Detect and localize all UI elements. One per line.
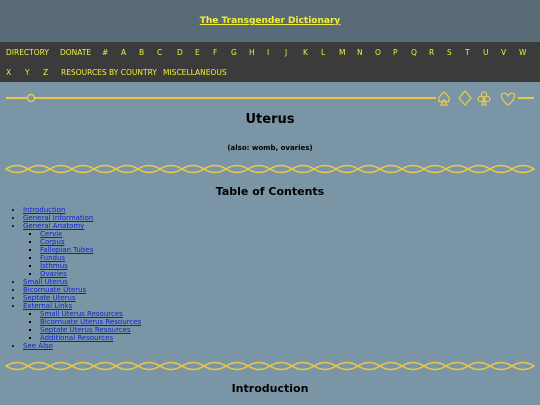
toc-link-introduction[interactable]: Introduction xyxy=(23,206,66,214)
nav-link-m[interactable]: M xyxy=(339,48,346,57)
nav-link-w[interactable]: W xyxy=(519,48,527,57)
nav-link-u[interactable]: U xyxy=(483,48,489,57)
toc-subitem: Cervix xyxy=(40,230,141,238)
nav-link-miscellaneous[interactable]: MISCELLANEOUS xyxy=(163,68,227,77)
toc-link-fallopian-tubes[interactable]: Fallopian Tubes xyxy=(40,246,94,254)
site-title-link[interactable]: The Transgender Dictionary xyxy=(199,16,341,26)
nav-link-c[interactable]: C xyxy=(157,48,163,57)
toc-link-ovaries[interactable]: Ovaries xyxy=(40,270,67,278)
toc-item: Small Uterus xyxy=(23,278,141,286)
nav-link-h[interactable]: H xyxy=(249,48,255,57)
toc-subitem: Isthmus xyxy=(40,262,141,270)
toc-link-septate-uterus[interactable]: Septate Uterus xyxy=(23,294,76,302)
nav-link-donate[interactable]: DONATE xyxy=(60,48,92,57)
chain-divider-2 xyxy=(4,361,536,371)
nav-link-l[interactable]: L xyxy=(321,48,326,57)
toc-link-bicornuate-uterus-resources[interactable]: Bicornuate Uterus Resources xyxy=(40,318,142,326)
nav-link-a[interactable]: A xyxy=(121,48,127,57)
nav-link-e[interactable]: E xyxy=(195,48,200,57)
toc-subitem: Septate Uterus Resources xyxy=(40,326,141,334)
toc-item: External LinksSmall Uterus ResourcesBico… xyxy=(23,302,141,342)
toc-item: See Also xyxy=(23,342,141,350)
ornament-divider-top xyxy=(6,90,534,106)
toc-link-corpus[interactable]: Corpus xyxy=(40,238,65,246)
toc-subitem: Fallopian Tubes xyxy=(40,246,141,254)
nav-link-directory[interactable]: DIRECTORY xyxy=(6,48,49,57)
toc-sublist: Small Uterus ResourcesBicornuate Uterus … xyxy=(23,310,141,342)
toc-link-bicornuate-uterus[interactable]: Bicornuate Uterus xyxy=(23,286,87,294)
nav-link-f[interactable]: F xyxy=(213,48,218,57)
nav-row-1: DIRECTORY DONATE # A B C D E F G H I J K L M N O P Q R S T U V W xyxy=(0,42,540,62)
nav-link-k[interactable]: K xyxy=(303,48,308,57)
toc-subitem: Small Uterus Resources xyxy=(40,310,141,318)
toc-item: Introduction xyxy=(23,206,141,214)
toc-item: Septate Uterus xyxy=(23,294,141,302)
toc-subitem: Corpus xyxy=(40,238,141,246)
page-title: Uterus xyxy=(245,112,295,127)
toc-subitem: Additional Resources xyxy=(40,334,141,342)
nav-link-p[interactable]: P xyxy=(393,48,398,57)
section-heading-introduction: Introduction xyxy=(231,382,309,395)
page-aliases: (also: womb, ovaries) xyxy=(227,144,313,152)
toc-link-fundus[interactable]: Fundus xyxy=(40,254,66,262)
toc-item: General Information xyxy=(23,214,141,222)
toc-subitem: Bicornuate Uterus Resources xyxy=(40,318,141,326)
site-header: The Transgender Dictionary xyxy=(0,0,540,42)
nav-link-z[interactable]: Z xyxy=(43,68,49,77)
toc-sublist: CervixCorpusFallopian TubesFundusIsthmus… xyxy=(23,230,141,278)
toc-link-isthmus[interactable]: Isthmus xyxy=(40,262,68,270)
nav-link-q[interactable]: Q xyxy=(411,48,417,57)
nav-link-j[interactable]: J xyxy=(285,48,288,57)
nav-link-t[interactable]: T xyxy=(465,48,470,57)
toc-link-small-uterus[interactable]: Small Uterus xyxy=(23,278,68,286)
nav-link-v[interactable]: V xyxy=(501,48,507,57)
card-suit-icons xyxy=(437,90,516,106)
toc-link-see-also[interactable]: See Also xyxy=(23,342,53,350)
toc-item: General AnatomyCervixCorpusFallopian Tub… xyxy=(23,222,141,278)
toc-link-general-information[interactable]: General Information xyxy=(23,214,94,222)
toc-item: Bicornuate Uterus xyxy=(23,286,141,294)
nav-row-2: X Y Z RESOURCES BY COUNTRY MISCELLANEOUS xyxy=(0,62,540,82)
club-icon xyxy=(480,91,488,98)
diamond-icon xyxy=(458,90,472,106)
nav-link-resources-by-country[interactable]: RESOURCES BY COUNTRY xyxy=(61,68,157,77)
toc-link-cervix[interactable]: Cervix xyxy=(40,230,63,238)
nav-link-y[interactable]: Y xyxy=(25,68,30,77)
nav-link-d[interactable]: D xyxy=(177,48,183,57)
nav-link-b[interactable]: B xyxy=(139,48,145,57)
nav-link-o[interactable]: O xyxy=(375,48,381,57)
nav-link-x[interactable]: X xyxy=(6,68,12,77)
chain-divider-1 xyxy=(4,164,536,174)
toc-link-septate-uterus-resources[interactable]: Septate Uterus Resources xyxy=(40,326,131,334)
nav-link-g[interactable]: G xyxy=(231,48,237,57)
toc-link-small-uterus-resources[interactable]: Small Uterus Resources xyxy=(40,310,123,318)
nav-link-n[interactable]: N xyxy=(357,48,363,57)
nav-link-i[interactable]: I xyxy=(267,48,270,57)
table-of-contents: IntroductionGeneral InformationGeneral A… xyxy=(10,206,141,350)
ornament-circle xyxy=(26,93,36,103)
toc-heading: Table of Contents xyxy=(215,185,325,198)
heart-icon xyxy=(500,92,516,106)
toc-subitem: Fundus xyxy=(40,254,141,262)
nav-link-s[interactable]: S xyxy=(447,48,452,57)
toc-link-additional-resources[interactable]: Additional Resources xyxy=(40,334,114,342)
nav-link-hash[interactable]: # xyxy=(102,48,109,57)
toc-subitem: Ovaries xyxy=(40,270,141,278)
toc-link-general-anatomy[interactable]: General Anatomy xyxy=(23,222,85,230)
nav-link-r[interactable]: R xyxy=(429,48,435,57)
toc-link-external-links[interactable]: External Links xyxy=(23,302,73,310)
